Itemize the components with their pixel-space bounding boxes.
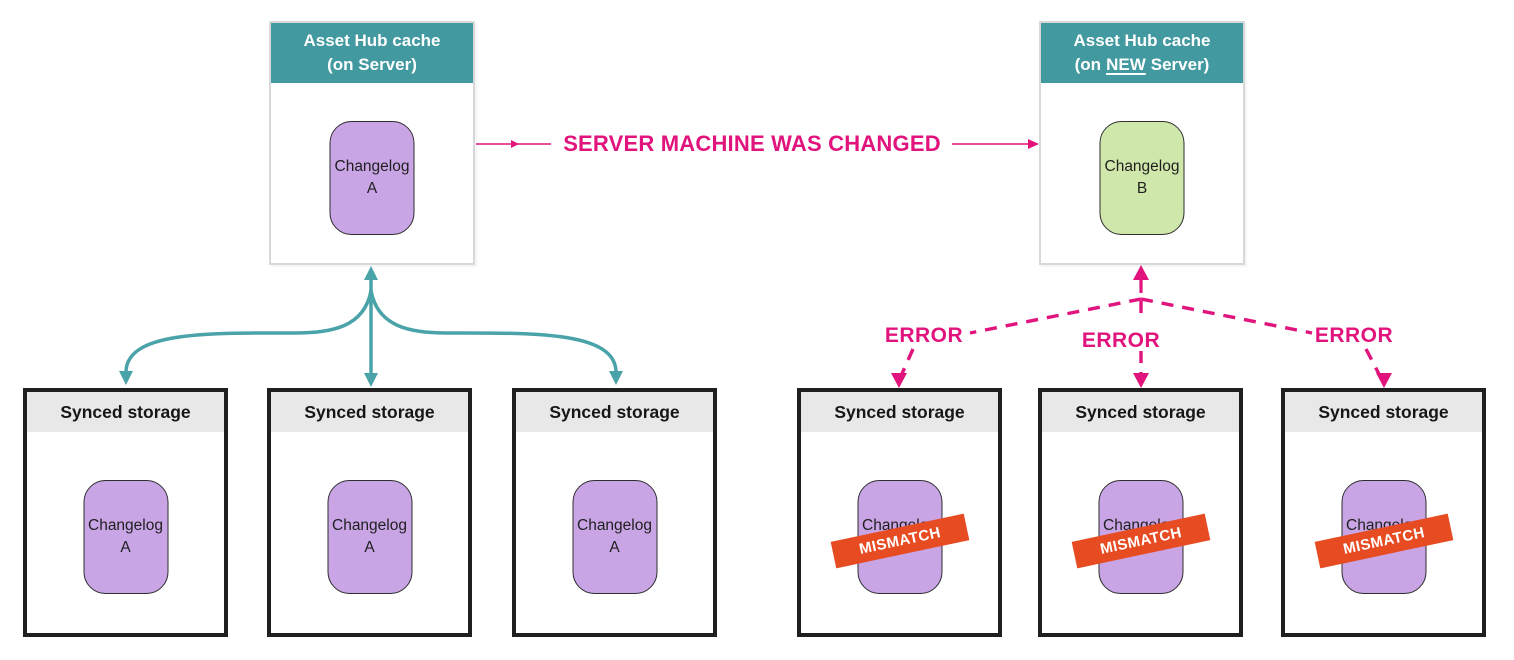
error-label-left: ERROR bbox=[884, 324, 964, 347]
changelog-label-line1: Changelog bbox=[1104, 158, 1180, 175]
changelog-label-line2: A bbox=[366, 180, 378, 197]
synced-storage-left-1: Synced storage Changelog A bbox=[23, 388, 228, 637]
storage-title: Synced storage bbox=[27, 392, 224, 432]
title-prefix: (on bbox=[1074, 55, 1102, 74]
sync-arrowhead-down-center-icon bbox=[364, 373, 378, 387]
changelog-a-card: Changelog A bbox=[329, 121, 415, 235]
asset-hub-old-title-line2: (on Server) bbox=[327, 55, 417, 74]
changelog-label-line2: A bbox=[609, 539, 620, 556]
sync-arrow-right-curve bbox=[369, 289, 618, 373]
error-arrowhead-down-left-icon bbox=[891, 373, 907, 388]
storage-title: Synced storage bbox=[271, 392, 468, 432]
synced-storage-left-2: Synced storage Changelog A bbox=[267, 388, 472, 637]
server-changed-label: SERVER MACHINE WAS CHANGED bbox=[563, 131, 941, 156]
changelog-b-card: Changelog B bbox=[1099, 121, 1185, 235]
changelog-label-line1: Changelog bbox=[332, 517, 407, 534]
sync-arrowhead-down-right-icon bbox=[609, 371, 623, 385]
error-arrowhead-up-icon bbox=[1133, 265, 1149, 280]
transition-arrowhead-icon bbox=[1028, 139, 1039, 149]
asset-hub-new-title-line2: (on NEW Server) bbox=[1075, 53, 1210, 77]
changelog-label-line2: B bbox=[1136, 180, 1148, 197]
transition-mid-arrowhead-icon bbox=[511, 140, 519, 148]
changelog-a-card: Changelog A bbox=[327, 480, 412, 594]
asset-hub-old-title-line1: Asset Hub cache bbox=[303, 31, 441, 50]
storage-title: Synced storage bbox=[1285, 392, 1482, 432]
changelog-a-card: Changelog A bbox=[83, 480, 168, 594]
synced-storage-left-3: Synced storage Changelog A bbox=[512, 388, 717, 637]
sync-arrowhead-up-icon bbox=[364, 266, 378, 280]
error-arrowhead-down-right-icon bbox=[1376, 373, 1392, 388]
storage-title: Synced storage bbox=[1042, 392, 1239, 432]
storage-title: Synced storage bbox=[516, 392, 713, 432]
changelog-label-line2: A bbox=[120, 539, 131, 556]
asset-hub-new-header: Asset Hub cache (on NEW Server) bbox=[1041, 23, 1243, 83]
synced-storage-right-3: Synced storage Changelog A MISMATCH bbox=[1281, 388, 1486, 637]
changelog-a-card: Changelog A bbox=[572, 480, 657, 594]
sync-arrows-teal bbox=[119, 266, 623, 387]
asset-hub-new-title-line1: Asset Hub cache bbox=[1073, 31, 1211, 50]
error-label-right: ERROR bbox=[1314, 324, 1394, 347]
error-label-center: ERROR bbox=[1081, 329, 1161, 352]
error-arrowhead-down-center-icon bbox=[1133, 373, 1149, 388]
synced-storage-right-2: Synced storage Changelog A MISMATCH bbox=[1038, 388, 1243, 637]
storage-title: Synced storage bbox=[801, 392, 998, 432]
changelog-label-line2: A bbox=[364, 539, 375, 556]
asset-hub-old-header: Asset Hub cache (on Server) bbox=[271, 23, 473, 83]
changelog-label-line1: Changelog bbox=[334, 158, 410, 175]
asset-hub-cache-new-server: Asset Hub cache (on NEW Server) Changelo… bbox=[1039, 21, 1245, 265]
sync-arrowhead-down-left-icon bbox=[119, 371, 133, 385]
synced-storage-right-1: Synced storage Changelog A MISMATCH bbox=[797, 388, 1002, 637]
asset-hub-cache-old-server: Asset Hub cache (on Server) Changelog A bbox=[269, 21, 475, 265]
changelog-label-line1: Changelog bbox=[88, 517, 163, 534]
title-new-underlined: NEW bbox=[1106, 55, 1146, 74]
sync-arrow-left-curve bbox=[124, 289, 373, 373]
changelog-label-line1: Changelog bbox=[577, 517, 652, 534]
title-suffix: Server) bbox=[1150, 55, 1210, 74]
